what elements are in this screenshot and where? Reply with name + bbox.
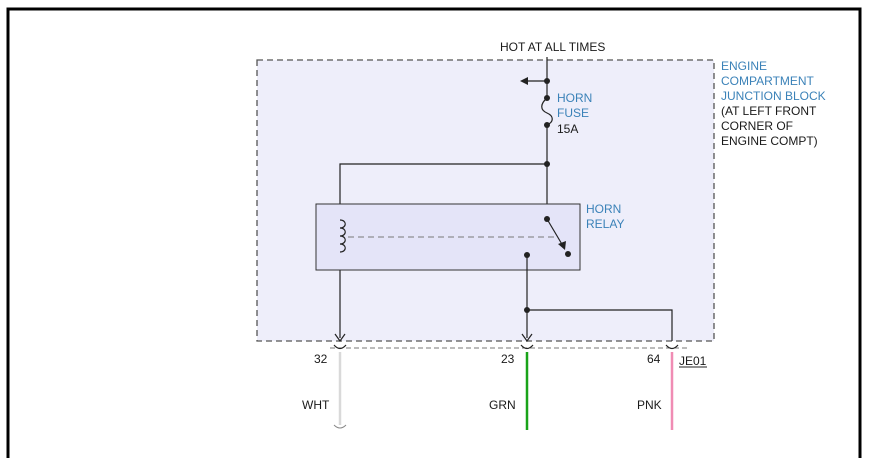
relay-coil-icon xyxy=(339,219,346,253)
pin-32-terminal-icon xyxy=(333,344,347,350)
relay-switch-arrow-icon xyxy=(558,241,566,250)
branch-arrow-icon xyxy=(520,77,528,85)
pin-23-terminal-icon xyxy=(520,344,534,350)
junction-block-outline xyxy=(256,59,715,342)
wire-pnk-label: PNK xyxy=(637,398,662,412)
pin-32-number: 32 xyxy=(314,352,328,366)
wire-wht-label: WHT xyxy=(302,398,330,412)
pin-64-terminal-icon xyxy=(665,344,679,350)
pin-23-number: 23 xyxy=(501,352,515,366)
wire-wht-end-icon xyxy=(333,424,347,429)
relay-label: HORN RELAY xyxy=(586,202,625,231)
pin-23-arrow-icon xyxy=(521,333,533,343)
relay-switch-contact xyxy=(565,251,571,257)
supply-label: HOT AT ALL TIMES xyxy=(500,40,605,54)
relay-switch-arm xyxy=(546,218,564,247)
wire-grn-label: GRN xyxy=(489,398,516,412)
fuse-icon xyxy=(541,97,553,126)
pin-32-arrow-icon xyxy=(334,333,346,343)
splice-dot xyxy=(544,78,550,84)
connector-id: JE01 xyxy=(679,354,707,368)
junction-block-location: (AT LEFT FRONT CORNER OF ENGINE COMPT) xyxy=(721,104,819,148)
pin-64-number: 64 xyxy=(647,352,661,366)
diagram-frame xyxy=(6,7,862,458)
junction-block-label: ENGINE COMPARTMENT JUNCTION BLOCK xyxy=(721,59,826,103)
coil-feed-wire xyxy=(339,163,547,338)
fuse-rating: 15A xyxy=(557,122,578,136)
pin-64-feed-wire xyxy=(527,309,673,341)
fuse-label: HORN FUSE xyxy=(557,91,596,120)
